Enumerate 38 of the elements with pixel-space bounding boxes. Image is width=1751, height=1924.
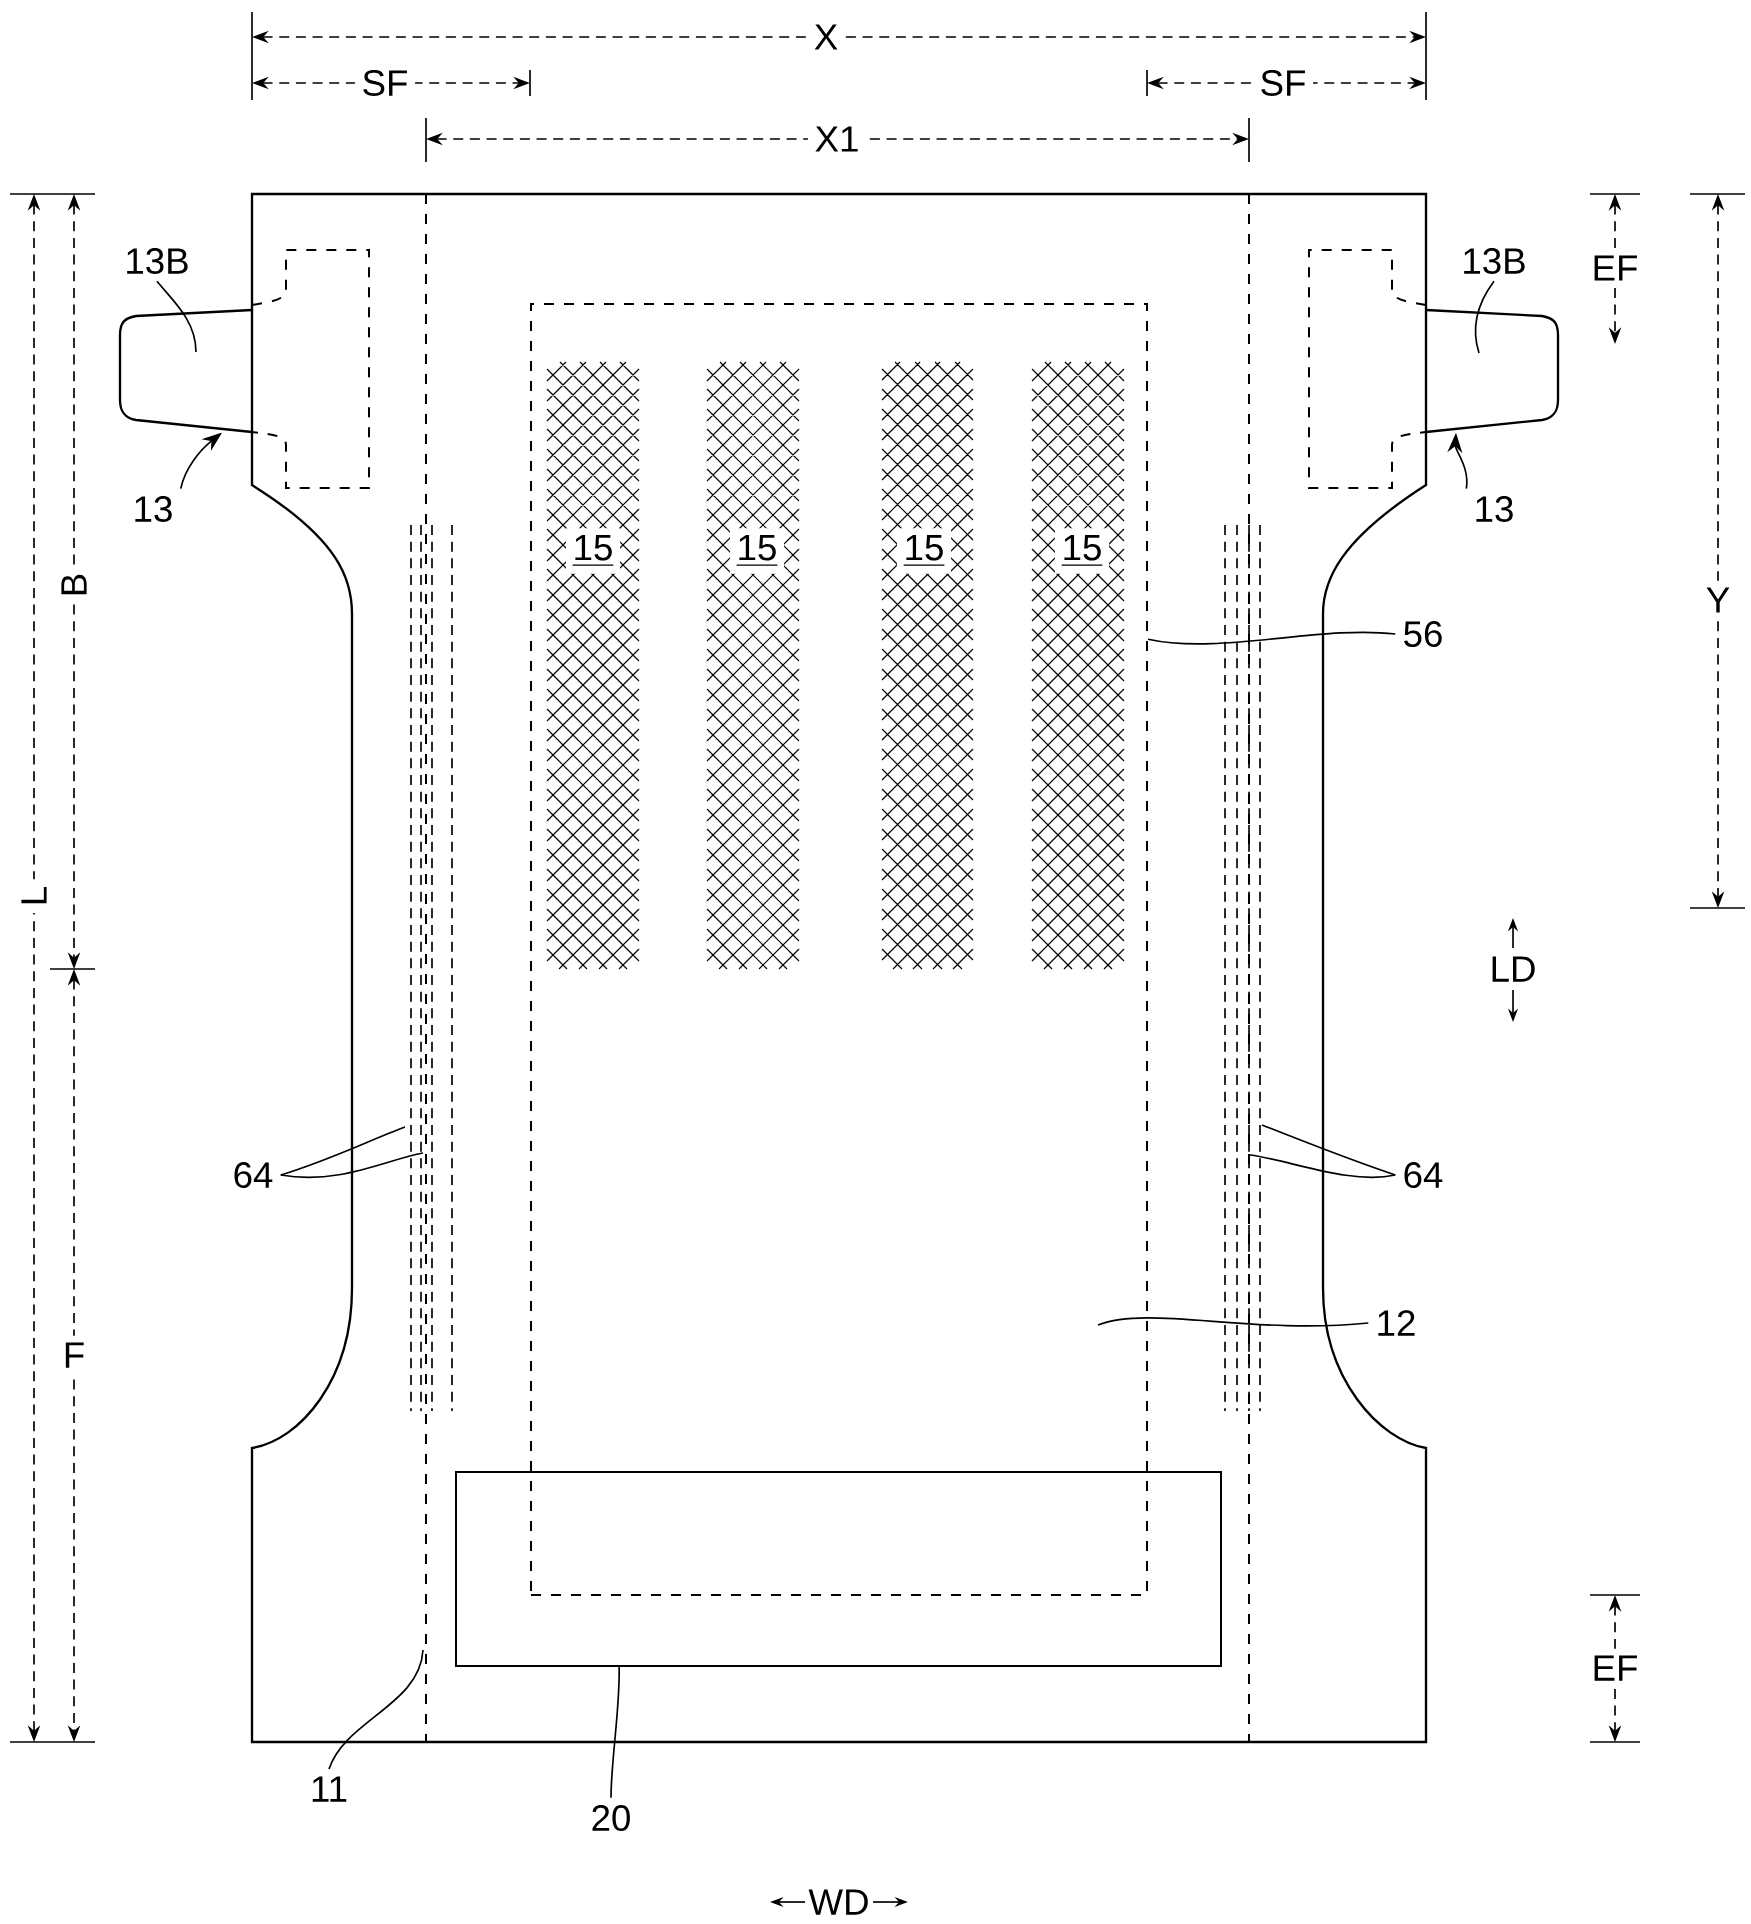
dimension-label: EF <box>1584 1648 1646 1688</box>
leader-line <box>156 280 197 353</box>
callout-number: 20 <box>592 1805 630 1831</box>
leader-line <box>1147 631 1397 645</box>
callout-number: 11 <box>312 1776 347 1802</box>
dimension-label: Y <box>1699 580 1737 620</box>
part-number: 15 <box>729 528 785 574</box>
dimension-label: SF <box>354 63 416 103</box>
dimension-label: B <box>54 566 94 604</box>
dimension-label: X <box>807 17 845 57</box>
callout-number: 64 <box>234 1162 273 1188</box>
direction-label: LD <box>1492 956 1535 982</box>
part-number: 15 <box>1054 528 1110 574</box>
leader-line <box>1097 1317 1370 1327</box>
tape-tab <box>1425 308 1560 434</box>
leader-line <box>1249 1154 1397 1179</box>
callout-number: 56 <box>1404 621 1442 647</box>
callout-number: 13B <box>1464 248 1525 274</box>
leader-line <box>1474 280 1495 354</box>
dimension-label: EF <box>1584 248 1646 288</box>
dashed-outline <box>530 303 1148 1596</box>
leader-line <box>610 1666 620 1799</box>
dimension-label: SF <box>1252 63 1314 103</box>
part-number: 15 <box>565 528 621 574</box>
leader-line <box>279 1152 424 1179</box>
dimension-label: F <box>56 1335 92 1375</box>
direction-label: WD <box>808 1889 868 1915</box>
dimension-label: L <box>14 879 54 913</box>
callout-number: 13 <box>1476 496 1513 522</box>
tape-tab <box>118 308 253 434</box>
callout-number: 12 <box>1378 1310 1415 1336</box>
callout-number: 13 <box>135 496 172 522</box>
part-number: 15 <box>896 528 952 574</box>
dimension-label: X1 <box>807 119 867 159</box>
rectangle-outline <box>455 1471 1222 1667</box>
leader-line <box>328 1649 424 1770</box>
callout-number: 64 <box>1404 1162 1443 1188</box>
callout-number: 13B <box>127 248 188 274</box>
